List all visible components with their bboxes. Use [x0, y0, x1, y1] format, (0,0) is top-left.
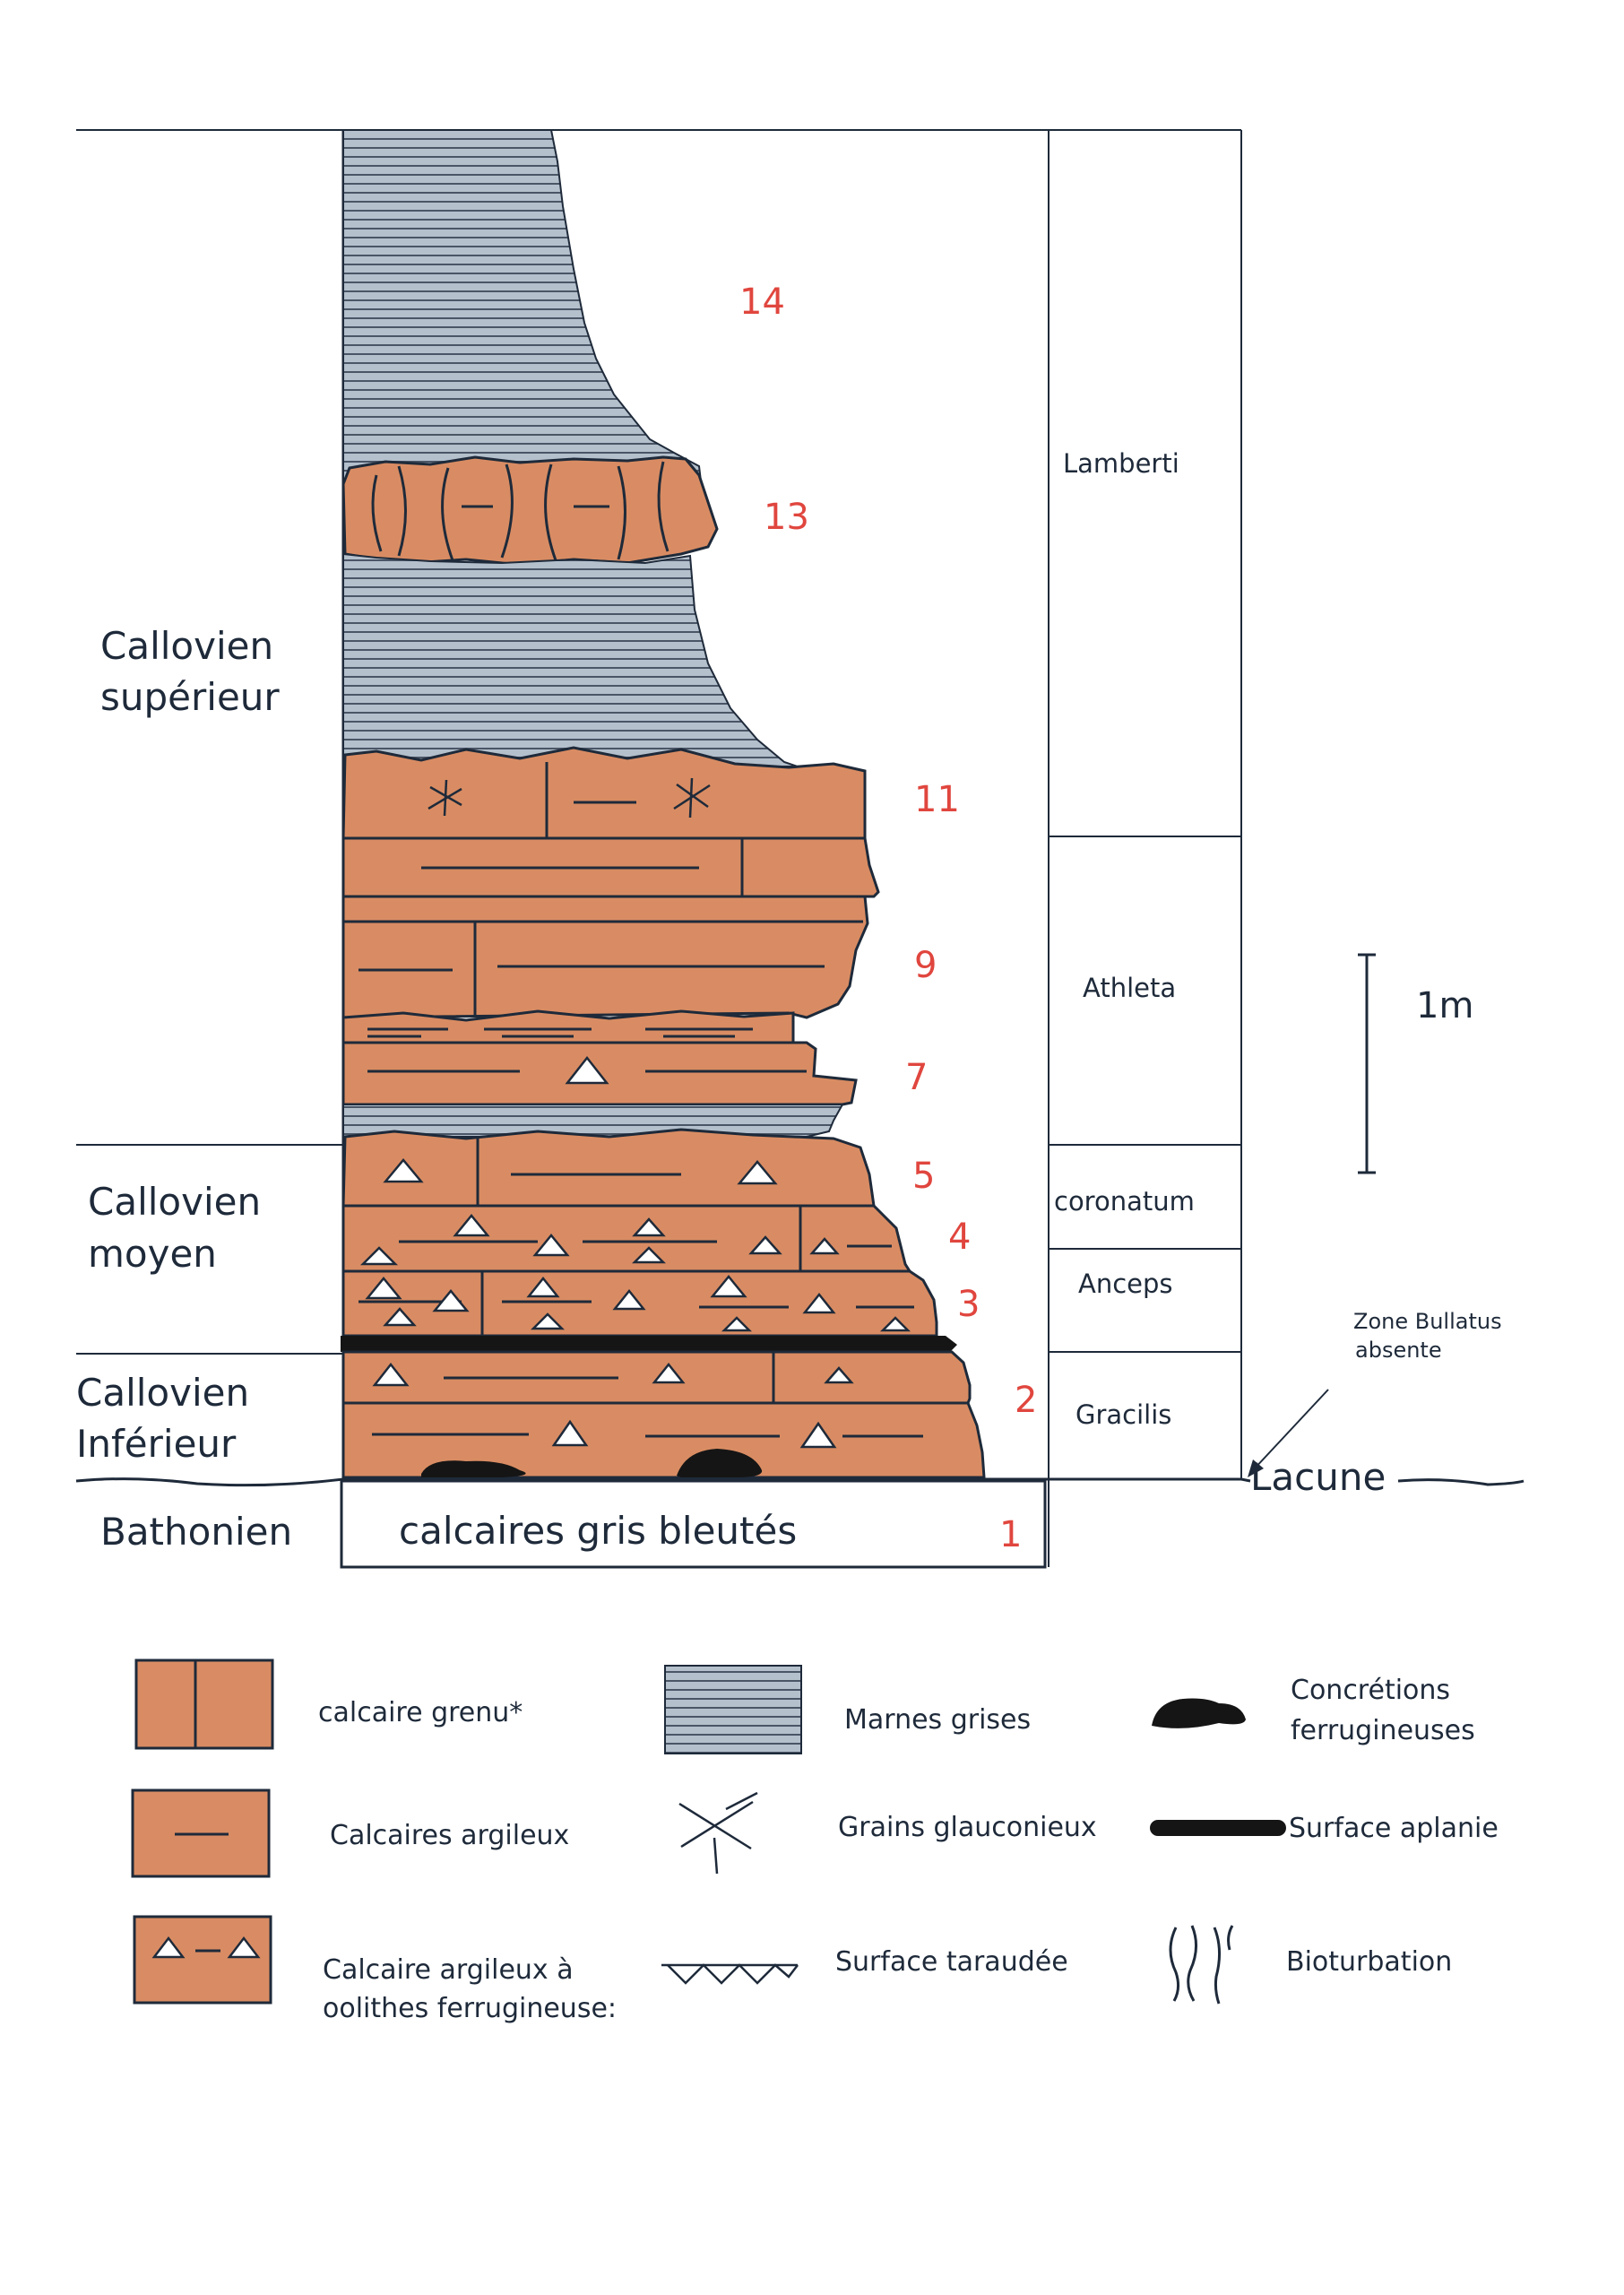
scale-label: 1m — [1416, 985, 1473, 1026]
bed-2-lower-ooliths — [551, 1419, 837, 1449]
legend-glauconite-icon — [678, 1791, 758, 1875]
bed-2-ferruginous-concretions — [421, 1449, 763, 1477]
zone-coronatum: coronatum — [1054, 1186, 1195, 1217]
bed-number-7: 7 — [905, 1057, 928, 1098]
base-bed-label: calcaires gris bleutés — [399, 1509, 797, 1553]
bed-11-limestone — [341, 746, 867, 840]
lacune-arrow-head — [1248, 1459, 1264, 1477]
glauconite-grain-symbol — [428, 777, 711, 818]
bed-number-14: 14 — [739, 281, 785, 323]
legend-calcaire-oolithes-label-line2: oolithes ferrugineuse: — [323, 1993, 617, 2024]
zone-anceps: Anceps — [1078, 1269, 1173, 1299]
bed-14-marl — [342, 129, 704, 489]
legend-concretions-label-line1: Concrétions — [1291, 1675, 1450, 1706]
zone-bullatus-line2: absente — [1355, 1338, 1442, 1363]
legend-surface-aplanie-label: Surface aplanie — [1289, 1813, 1499, 1844]
bed-2-upper-ooliths — [372, 1362, 854, 1387]
stage-callovien-inferieur-line1: Callovien — [76, 1371, 249, 1415]
legend-marnes-grises-swatch — [664, 1665, 802, 1754]
surface-aplanie-bed — [341, 1336, 957, 1352]
bed-number-4: 4 — [948, 1217, 971, 1258]
legend-surface-taraudee-label: Surface taraudée — [835, 1946, 1068, 1978]
zone-bullatus-line1: Zone Bullatus — [1353, 1309, 1502, 1334]
legend-surface-aplanie-icon — [1150, 1820, 1286, 1836]
legend-concretions-label-line2: ferrugineuses — [1291, 1715, 1475, 1746]
bed-number-1: 1 — [999, 1514, 1022, 1555]
bed-4-ooliths — [359, 1214, 840, 1266]
legend-bioturbation-label: Bioturbation — [1286, 1946, 1452, 1978]
bed-number-9: 9 — [914, 945, 937, 986]
bed-8-clay-strokes — [367, 1027, 753, 1038]
stage-bathonien: Bathonien — [100, 1510, 292, 1554]
legend-calcaire-oolithes-swatch — [133, 1915, 272, 2005]
bed-2-oolitic-limestone — [341, 1350, 972, 1405]
lacune-line — [75, 1477, 1525, 1487]
legend-oolith-triangle-1 — [151, 1936, 186, 1959]
bed-12-marl — [342, 552, 799, 767]
stage-callovien-moyen-line1: Callovien — [88, 1180, 261, 1224]
scale-bar — [1358, 953, 1376, 1174]
stage-callovien-inferieur-line2: Inférieur — [76, 1422, 237, 1466]
bed-number-13: 13 — [764, 497, 809, 538]
legend-grains-glauconieux-label: Grains glauconieux — [838, 1812, 1097, 1843]
bed-number-11: 11 — [914, 779, 960, 820]
bed-6-marl — [342, 1104, 844, 1138]
bed-8-limestone — [341, 1009, 795, 1044]
stage-callovien-moyen-line2: moyen — [88, 1232, 217, 1276]
zone-athleta: Athleta — [1083, 973, 1176, 1003]
bed-9-limestone — [341, 895, 869, 1019]
lacune-arrow-shaft — [1252, 1389, 1329, 1471]
legend-oolith-triangle-2 — [227, 1936, 261, 1959]
bed-number-3: 3 — [957, 1284, 980, 1325]
bed-7-oolith-symbol — [565, 1055, 609, 1085]
bioturbation-marks — [371, 461, 669, 561]
legend-marnes-grises-label: Marnes grises — [844, 1704, 1031, 1736]
lacune-label: Lacune — [1250, 1455, 1386, 1499]
zone-gracilis: Gracilis — [1075, 1399, 1171, 1430]
bed-1-bathonien-box — [340, 1479, 1047, 1569]
legend-concretion-icon — [1152, 1698, 1246, 1728]
legend-surface-taraudee-icon — [661, 1963, 799, 1985]
bed-number-2: 2 — [1015, 1380, 1037, 1421]
legend-calcaires-argileux-label: Calcaires argileux — [330, 1820, 569, 1851]
bed-number-5: 5 — [912, 1156, 935, 1197]
bed-2-lower-clay-strokes — [372, 1433, 923, 1438]
bed-5-oolitic-limestone — [341, 1128, 876, 1208]
stage-callovien-superieur-line2: supérieur — [100, 675, 280, 719]
legend-calcaire-oolithes-label-line1: Calcaire argileux à — [323, 1954, 574, 1986]
legend-calcaire-grenu-swatch — [134, 1658, 274, 1750]
legend-calcaire-grenu-label: calcaire grenu* — [318, 1697, 523, 1728]
zone-lamberti: Lamberti — [1063, 448, 1179, 479]
bed-5-ooliths — [383, 1158, 778, 1185]
bed-4-clay-strokes — [399, 1240, 892, 1248]
bed-3-ooliths — [365, 1275, 911, 1332]
legend-bioturbation-icon — [1169, 1925, 1234, 2005]
bed-2-lower-oolitic-limestone — [341, 1401, 986, 1479]
stage-callovien-superieur-line1: Callovien — [100, 624, 273, 668]
